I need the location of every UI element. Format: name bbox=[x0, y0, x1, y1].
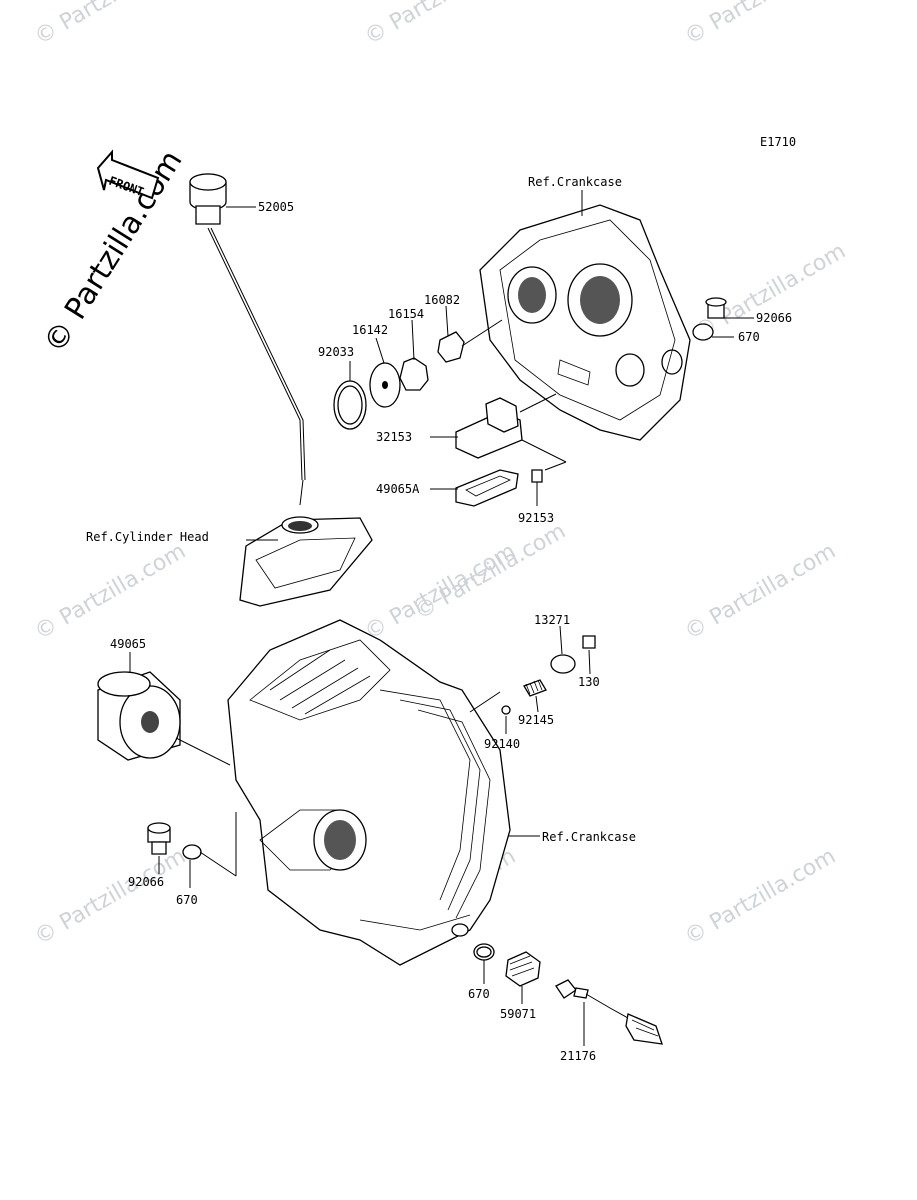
watermark-text: © Partzilla.com bbox=[361, 0, 521, 50]
label-670-bottom: 670 bbox=[468, 987, 490, 1001]
drain-plug-left-part bbox=[147, 812, 237, 877]
leader-line bbox=[411, 319, 415, 361]
leader-line bbox=[445, 305, 449, 337]
leader-line bbox=[588, 649, 591, 675]
oring-bottom-part bbox=[473, 943, 495, 961]
label-92153: 92153 bbox=[518, 511, 554, 525]
label-16154: 16154 bbox=[388, 307, 424, 321]
label-49065: 49065 bbox=[110, 637, 146, 651]
front-arrow-icon: FRONT bbox=[96, 149, 160, 200]
label-130: 130 bbox=[578, 675, 600, 689]
leader-line bbox=[535, 695, 539, 713]
oil-filter-part bbox=[97, 671, 231, 766]
label-92140: 92140 bbox=[484, 737, 520, 751]
label-670-left: 670 bbox=[176, 893, 198, 907]
label-92145: 92145 bbox=[518, 713, 554, 727]
label-ref-cylinder-head: Ref.Cylinder Head bbox=[86, 530, 209, 544]
label-13271: 13271 bbox=[534, 613, 570, 627]
crankcase-cover-part bbox=[479, 204, 691, 441]
label-52005: 52005 bbox=[258, 200, 294, 214]
label-92033: 92033 bbox=[318, 345, 354, 359]
watermark-text: © Partzilla.com bbox=[681, 844, 841, 951]
label-16142: 16142 bbox=[352, 323, 388, 337]
fitting-part bbox=[505, 951, 541, 987]
watermark-text: © Partzilla.com bbox=[31, 844, 191, 951]
watermark-text: © Partzilla.com bbox=[691, 239, 851, 346]
bolt-92153-part bbox=[521, 439, 567, 506]
diagram-code: E1710 bbox=[760, 135, 796, 149]
relief-valve-parts bbox=[469, 635, 596, 715]
drain-plug-top-part bbox=[692, 297, 727, 341]
oil-pump-parts bbox=[333, 319, 503, 430]
leader-line bbox=[375, 337, 385, 364]
label-ref-crankcase-top: Ref.Crankcase bbox=[528, 175, 622, 189]
label-ref-crankcase-right: Ref.Crankcase bbox=[542, 830, 636, 844]
label-21176: 21176 bbox=[560, 1049, 596, 1063]
label-670-top: 670 bbox=[738, 330, 760, 344]
label-59071: 59071 bbox=[500, 1007, 536, 1021]
leader-line bbox=[559, 625, 563, 655]
oil-switch-part bbox=[555, 979, 663, 1045]
label-92066-top: 92066 bbox=[756, 311, 792, 325]
label-92066-left: 92066 bbox=[128, 875, 164, 889]
label-49065A: 49065A bbox=[376, 482, 420, 496]
watermark-text: © Partzilla.com bbox=[681, 0, 841, 50]
gasket-part bbox=[455, 469, 519, 507]
watermark-text: © Partzilla.com bbox=[31, 539, 191, 646]
crankcase-part bbox=[227, 619, 511, 966]
watermark-text: © Partzilla.com bbox=[31, 0, 191, 50]
watermark-text: © Partzilla.com bbox=[411, 519, 571, 626]
label-16082: 16082 bbox=[424, 293, 460, 307]
watermark-text: © Partzilla.com bbox=[681, 539, 841, 646]
breather-part bbox=[455, 393, 557, 459]
label-32153: 32153 bbox=[376, 430, 412, 444]
cylinder-head-part bbox=[239, 479, 373, 607]
dipstick-part bbox=[189, 173, 306, 481]
